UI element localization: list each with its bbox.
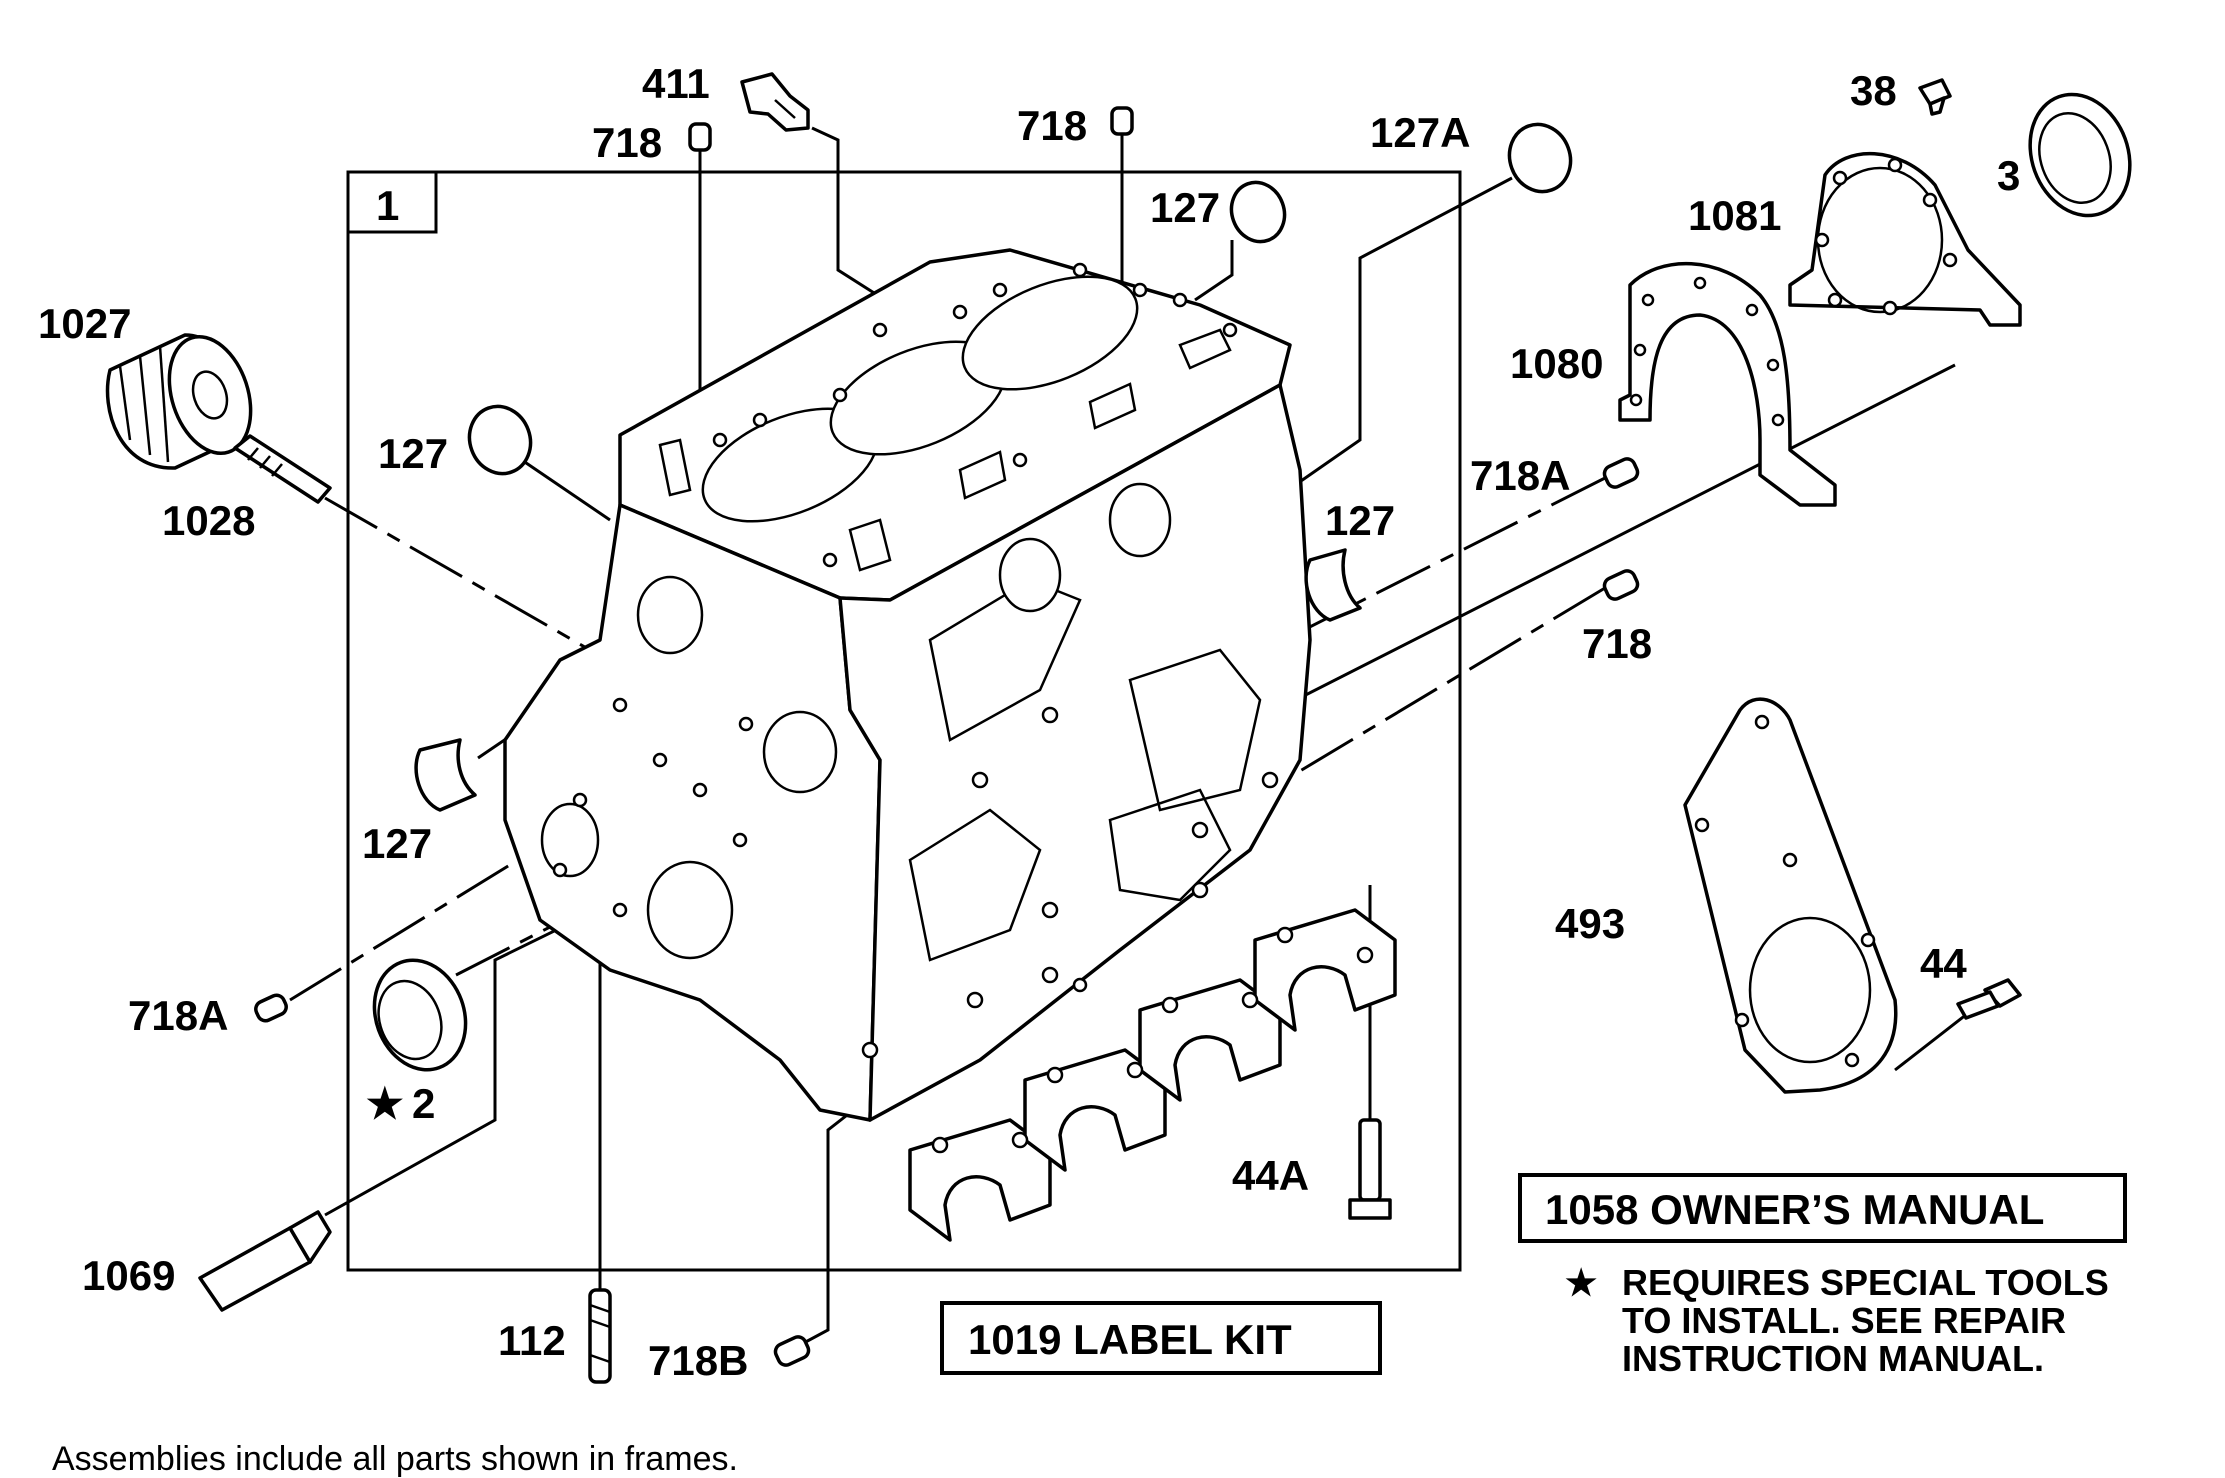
seal-2 — [372, 958, 468, 1072]
callout-718-right: 718 — [1582, 620, 1652, 667]
star-icon: ★ — [1565, 1262, 1597, 1303]
callout-3: 3 — [1997, 152, 2020, 199]
callout-718A-right: 718A — [1470, 452, 1570, 499]
owners-manual-text: 1058 OWNER’S MANUAL — [1545, 1186, 2044, 1233]
star-icon: ★ — [366, 1080, 404, 1127]
callout-1027: 1027 — [38, 300, 131, 347]
frame-number: 1 — [376, 182, 399, 229]
gasket-1080 — [1618, 261, 1837, 507]
sensor-1069 — [198, 1210, 332, 1312]
callout-1028: 1028 — [162, 497, 255, 544]
callout-1069: 1069 — [82, 1252, 175, 1299]
callout-411: 411 — [642, 60, 710, 107]
callout-718A-left: 718A — [128, 992, 228, 1039]
plug-411 — [740, 72, 810, 132]
dowel-718A-left — [254, 993, 288, 1023]
main-bearing-caps — [908, 908, 1397, 1242]
callout-112: 112 — [498, 1317, 566, 1364]
callout-44: 44 — [1920, 940, 1967, 987]
stud-112 — [588, 1288, 612, 1384]
dowel-718B — [773, 1335, 811, 1367]
footer-note: Assemblies include all parts shown in fr… — [52, 1440, 738, 1478]
plug-127-right — [1304, 548, 1362, 622]
bolt-44 — [1956, 978, 2022, 1020]
callout-718B: 718B — [648, 1337, 748, 1384]
stud-1028 — [233, 434, 332, 504]
seal-retainer-1081 — [1788, 151, 2022, 327]
plug-127A — [1507, 122, 1573, 194]
dowel-718-top — [1110, 106, 1134, 136]
callout-labels: 411 718 718 127A 38 3 1081 1027 1028 127… — [38, 60, 2020, 1384]
dowel-718A-right — [1602, 457, 1640, 489]
seal-ring-3 — [2028, 92, 2132, 218]
callout-2-number: 2 — [412, 1080, 435, 1127]
dowel-718-right — [1602, 569, 1640, 601]
callout-127A: 127A — [1370, 109, 1470, 156]
owners-manual-box: 1058 OWNER’S MANUAL — [1518, 1173, 2127, 1243]
plate-493 — [1683, 697, 1898, 1094]
screw-38 — [1918, 78, 1952, 116]
label-kit-text: 1019 LABEL KIT — [968, 1316, 1292, 1363]
label-kit-box: 1019 LABEL KIT — [940, 1301, 1382, 1375]
dowel-718-left — [688, 122, 712, 152]
callout-1080: 1080 — [1510, 340, 1603, 387]
note-line-1: REQUIRES SPECIAL TOOLS — [1622, 1262, 2109, 1303]
callout-38: 38 — [1850, 67, 1897, 114]
callout-2: ★ 2 — [366, 1080, 435, 1127]
callout-44A: 44A — [1232, 1152, 1309, 1199]
callout-127-lower-left: 127 — [362, 820, 432, 867]
bolt-44A — [1348, 1118, 1392, 1220]
callout-127-right: 127 — [1325, 497, 1395, 544]
assembly-frame: 1 — [346, 170, 1462, 1272]
callout-1081: 1081 — [1688, 192, 1781, 239]
callout-718-left: 718 — [592, 119, 662, 166]
small-parts — [105, 72, 2132, 1384]
plug-127-lower-left — [414, 738, 477, 812]
cylinder-block — [503, 248, 1312, 1122]
plug-127-top — [1229, 180, 1287, 244]
special-tools-note: ★ REQUIRES SPECIAL TOOLS TO INSTALL. SEE… — [1565, 1262, 2109, 1379]
note-line-2: TO INSTALL. SEE REPAIR — [1622, 1300, 2066, 1341]
note-line-3: INSTRUCTION MANUAL. — [1622, 1338, 2044, 1379]
callout-127-top: 127 — [1150, 184, 1220, 231]
callout-718-top: 718 — [1017, 102, 1087, 149]
callout-127-left: 127 — [378, 430, 448, 477]
callout-493: 493 — [1555, 900, 1625, 947]
plug-127-left — [467, 404, 533, 476]
oil-filter-1027 — [105, 333, 253, 470]
